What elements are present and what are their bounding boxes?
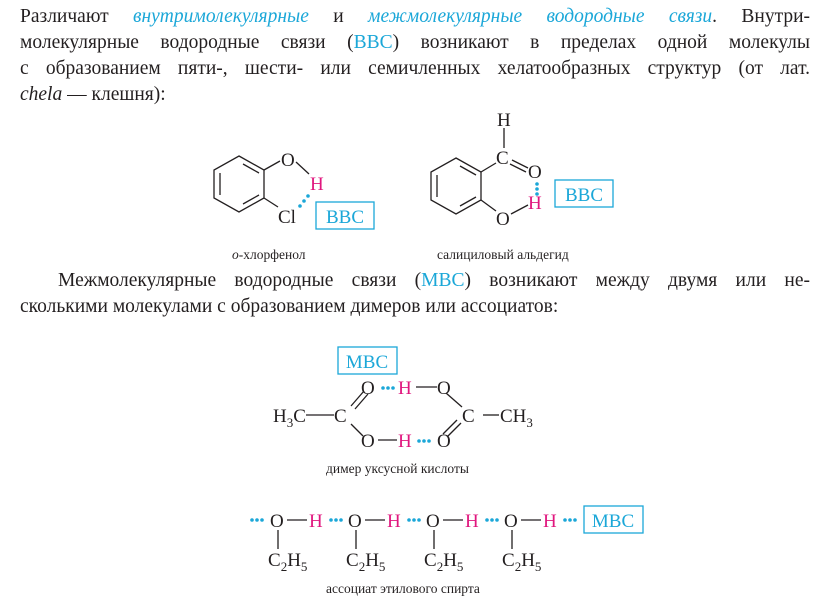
ethyl-group-4: C2H5 [502, 550, 541, 574]
text-segment: и [308, 6, 368, 27]
mbc-box-2 [583, 505, 644, 534]
atom-o-hydroxyl: O [496, 209, 510, 230]
term-intramolecular: внутримолекулярные [133, 6, 309, 27]
atom-h-2: H [387, 511, 401, 532]
hbond-dots [250, 518, 577, 522]
mbc-label: МВС [346, 352, 388, 373]
atom-c: C [496, 148, 509, 169]
bbc-label-2: ВВС [565, 185, 603, 206]
chlorophenol-structure [213, 155, 310, 213]
atom-o-left-bottom: O [361, 431, 375, 452]
caption-acetic-dimer: димер уксусной кислоты [326, 461, 469, 476]
text-segment: . Внутри- [712, 6, 811, 27]
atom-o-4: O [504, 511, 518, 532]
bbc-box [315, 201, 375, 230]
ch3-group: CH3 [500, 406, 533, 430]
caption-prefix: о [232, 247, 239, 262]
atom-o-right-bottom: O [437, 431, 451, 452]
caption-rest: -хлорфенол [238, 247, 306, 262]
atom-c-right: C [462, 406, 475, 427]
bond-c-o-double-2 [509, 163, 527, 173]
inter-line-2: сколькими молекулами с образованием диме… [20, 296, 559, 317]
bond-c-cl [263, 197, 279, 208]
dimer-bonds [306, 386, 499, 441]
atom-o-right-top: O [437, 378, 451, 399]
ethyl-group-1: C2H5 [268, 550, 307, 574]
atom-h-3: H [465, 511, 479, 532]
atom-cl: Cl [278, 207, 296, 228]
term-intermolecular: межмолекулярные водородные связи [368, 6, 713, 27]
atom-h: H [310, 174, 324, 195]
atom-h-4: H [543, 511, 557, 532]
ethanol-bonds [277, 519, 541, 549]
benzene-ring [213, 155, 265, 213]
text-segment: ) возникают между двумя или не- [464, 270, 810, 291]
abbr-bbc: ВВС [353, 32, 393, 53]
double-bond [242, 163, 260, 174]
ethyl-group-2: C2H5 [346, 550, 385, 574]
atom-h-top: H [398, 378, 412, 399]
double-bond [242, 194, 260, 205]
text-segment: ) возникают в пределах одной молекулы [392, 32, 810, 53]
hbond-dots [381, 386, 431, 443]
double-bond [459, 165, 477, 176]
bond-ring-o [480, 199, 497, 212]
mbc-label-2: МВС [592, 511, 634, 532]
text-segment: молекулярные водородные связи ( [20, 32, 354, 53]
abbr-mbc: МВС [421, 270, 465, 291]
atom-h-bottom: H [398, 431, 412, 452]
salicylaldehyde-structure [430, 128, 529, 215]
caption-salicylaldehyde: салициловый альдегид [437, 247, 569, 262]
bbc-label: ВВС [326, 207, 364, 228]
bond-o-h [295, 161, 310, 175]
atom-o: O [281, 150, 295, 171]
intro-line-1: Различают внутримолекулярные и межмолеку… [20, 4, 810, 30]
intro-line-3: с образованием пяти-, шести- или семичле… [20, 58, 810, 79]
atom-h-hydroxyl: H [528, 193, 542, 214]
benzene-ring [430, 157, 482, 215]
bbc-box-2 [554, 179, 614, 208]
ethyl-group-3: C2H5 [424, 550, 463, 574]
bond-ring-c [480, 162, 497, 173]
atom-h-top: H [497, 110, 511, 131]
h3c-group: H3C [273, 406, 306, 430]
atom-h-1: H [309, 511, 323, 532]
double-bond [459, 196, 477, 207]
caption-ethanol-associate: ассоциат этилового спирта [326, 581, 480, 596]
atom-o-carbonyl: O [528, 162, 542, 183]
bond-c-o [263, 160, 281, 171]
atom-o-1: O [270, 511, 284, 532]
intro-paragraph: Различают внутримолекулярные и межмолеку… [20, 4, 810, 108]
latin-word: chela [20, 84, 63, 105]
hbond-dots [298, 194, 310, 208]
text-segment: Межмолекулярные водородные связи ( [58, 270, 422, 291]
atom-c-left: C [334, 406, 347, 427]
atom-o-left-top: O [361, 378, 375, 399]
intermolecular-paragraph: Межмолекулярные водородные связи (МВС) в… [58, 268, 810, 294]
caption-chlorophenol: о-хлорфенол [232, 247, 306, 263]
intro-line-2: молекулярные водородные связи (ВВС) возн… [20, 30, 810, 56]
intro-line-4: chela — клешня): [20, 82, 810, 108]
mbc-box [337, 346, 398, 375]
atom-o-2: O [348, 511, 362, 532]
atom-o-3: O [426, 511, 440, 532]
bond-o-h [510, 204, 529, 215]
bond-c-o-double [511, 159, 529, 169]
inter-line-1: Межмолекулярные водородные связи (МВС) в… [58, 268, 810, 294]
text-segment: — клешня): [62, 84, 166, 105]
text-segment: Различают [20, 6, 134, 27]
hbond-dots [535, 182, 539, 196]
